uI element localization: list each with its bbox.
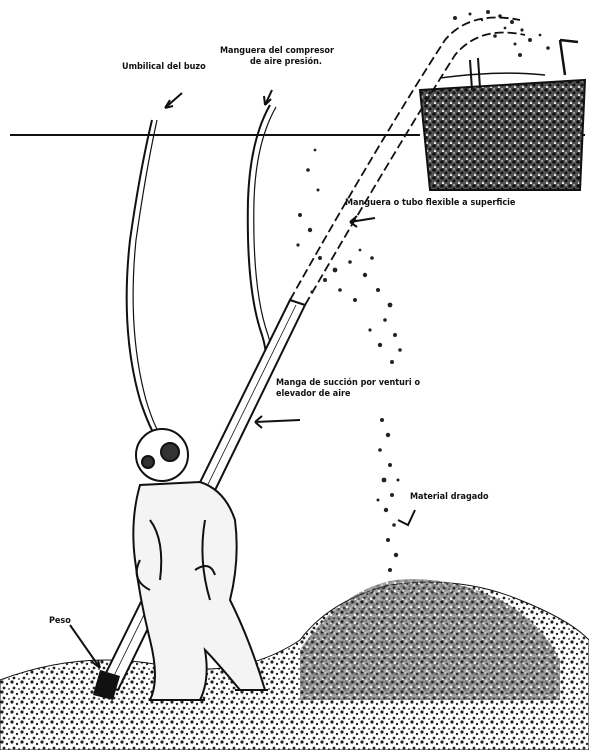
diver-figure xyxy=(133,429,268,700)
label-suction-sleeve: Manga de succión por venturi o elevador … xyxy=(276,378,446,400)
barge-container xyxy=(420,40,585,190)
label-flexible-hose: Manguera o tubo flexible a superficie xyxy=(345,198,515,209)
label-suction-line2: elevador de aire xyxy=(276,389,446,400)
arrow-compressor xyxy=(264,90,272,105)
label-umbilical: Umbilical del buzo xyxy=(122,62,206,73)
gravel-mound xyxy=(300,579,560,700)
falling-material xyxy=(377,418,400,572)
arrow-umbilical xyxy=(165,93,182,108)
label-dredged-material: Material dragado xyxy=(410,492,489,503)
label-compressor-line1: Manguera del compresor xyxy=(220,46,360,57)
umbilical-cable xyxy=(127,120,158,440)
label-compressor-hose: Manguera del compresor de aire presión. xyxy=(220,46,360,68)
compressor-hose xyxy=(248,105,270,380)
arrow-flexible-hose xyxy=(350,216,375,227)
label-compressor-line2: de aire presión. xyxy=(220,57,360,68)
rising-debris xyxy=(296,149,401,364)
arrow-dredged xyxy=(398,510,415,525)
label-suction-line1: Manga de succión por venturi o xyxy=(276,378,446,389)
arrow-suction xyxy=(255,416,300,428)
label-weight: Peso xyxy=(49,616,71,627)
